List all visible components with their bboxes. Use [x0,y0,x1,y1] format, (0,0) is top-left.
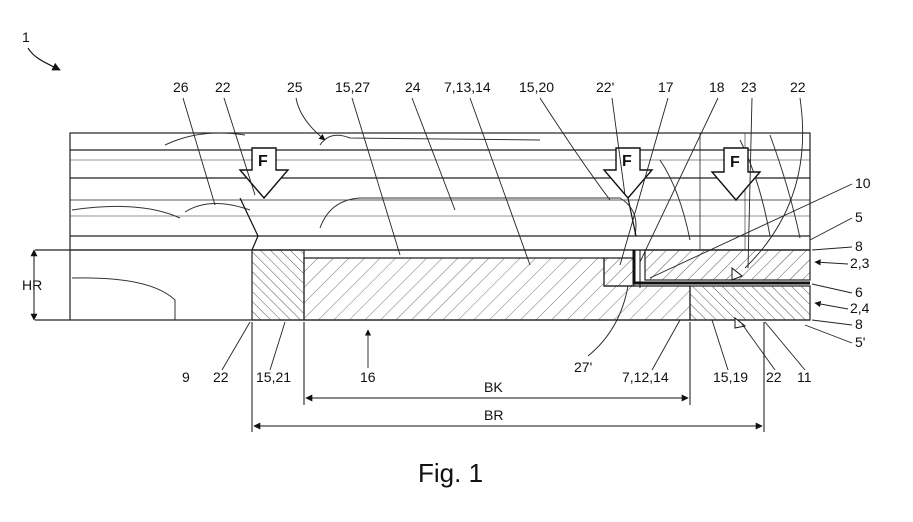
label-17: 17 [658,79,674,95]
label-15-19: 15,19 [713,369,748,385]
label-23: 23 [741,79,757,95]
dimension-hr-label: HR [22,277,42,293]
dimension-bk-label: BK [484,379,503,395]
label-22-right: 22 [790,79,806,95]
right-labels: 10 5 8 2,3 6 2,4 8 5' [850,175,871,350]
label-2-3: 2,3 [850,255,870,271]
label-16: 16 [360,369,376,385]
label-11: 11 [797,369,812,385]
force-label-left: F [258,153,268,170]
label-18: 18 [709,79,725,95]
dimension-br-label: BR [484,407,503,423]
contact-point [240,198,258,250]
label-7-13-14: 7,13,14 [444,79,491,95]
figure-caption: Fig. 1 [418,458,483,488]
label-27-prime: 27' [574,359,592,375]
label-22-bottom-right: 22 [766,369,782,385]
label-15-27: 15,27 [335,79,370,95]
label-10: 10 [855,175,871,191]
hatched-sections [252,250,810,320]
label-24: 24 [405,79,421,95]
label-9: 9 [182,369,190,385]
label-15-20: 15,20 [519,79,554,95]
top-labels: 26 22 25 15,27 24 7,13,14 15,20 22' 17 1… [173,79,806,95]
dimension-br [252,322,764,432]
label-22-prime: 22' [596,79,614,95]
figure-ref-arrow [28,48,60,70]
label-8-top: 8 [855,238,863,254]
label-22: 22 [215,79,231,95]
label-5: 5 [855,209,863,225]
label-8-bottom: 8 [855,316,863,332]
label-22-bottom: 22 [213,369,229,385]
upper-tool [70,133,810,250]
label-5-prime: 5' [855,334,865,350]
label-26: 26 [173,79,189,95]
force-label-middle: F [622,153,632,170]
label-15-21: 15,21 [256,369,291,385]
label-7-12-14: 7,12,14 [622,369,669,385]
figure-ref-label: 1 [22,29,30,45]
label-25: 25 [287,79,303,95]
force-label-right: F [730,154,740,171]
label-2-4: 2,4 [850,300,870,316]
label-6: 6 [855,284,863,300]
